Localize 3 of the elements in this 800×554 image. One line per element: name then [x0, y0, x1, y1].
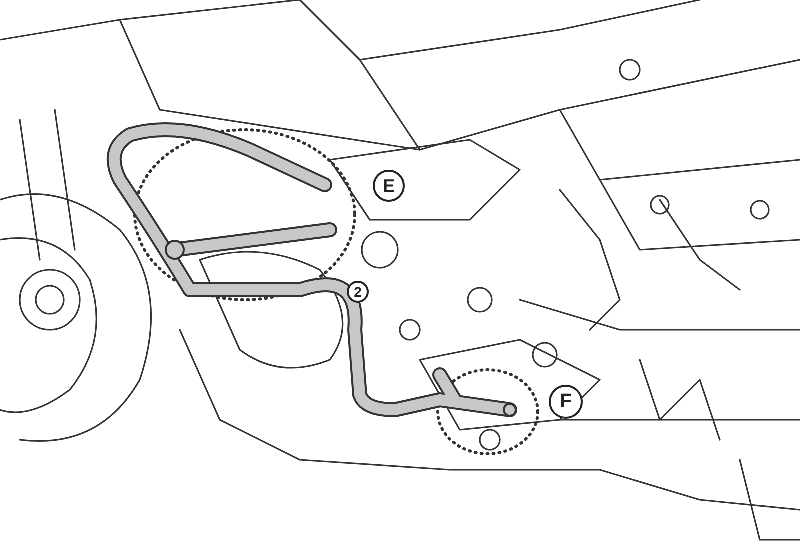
- callout-number: 2: [347, 281, 369, 303]
- callout-letter: F: [549, 385, 583, 419]
- callout-letter: E: [373, 170, 405, 202]
